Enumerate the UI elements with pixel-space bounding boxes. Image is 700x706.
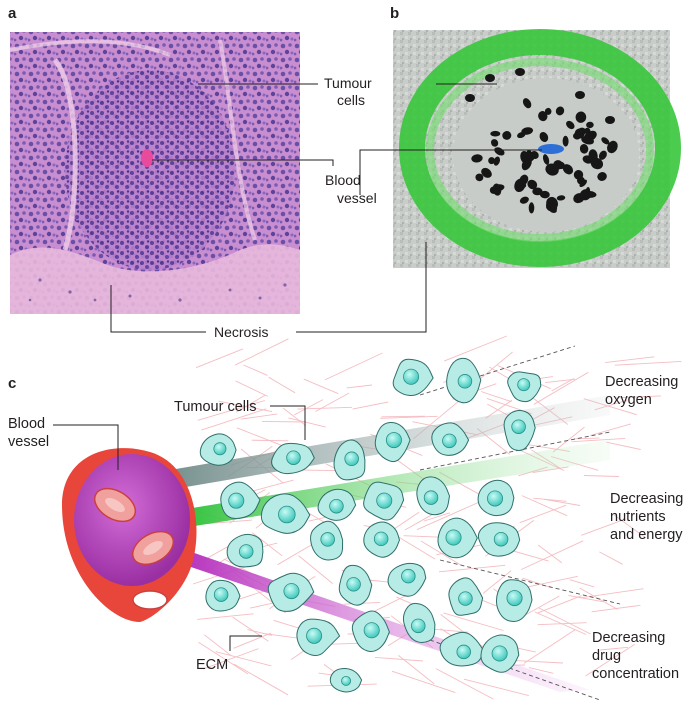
blood-vessel-graphic <box>62 448 197 622</box>
panel-c-letter: c <box>8 375 16 392</box>
tumour-cell <box>226 533 264 568</box>
label-tumour-cells-1: Tumour <box>324 75 372 91</box>
panel-a-letter: a <box>8 5 17 22</box>
tumour-cell-cluster <box>199 357 542 693</box>
leader-blood-vessel <box>152 159 334 166</box>
tumour-cell <box>431 422 470 456</box>
tumour-cell <box>374 422 411 463</box>
tumour-cell <box>507 371 542 403</box>
label-blood-vessel-2: vessel <box>337 190 377 206</box>
tumour-cell <box>477 522 521 557</box>
tumour-cell <box>205 579 241 612</box>
tumour-cell <box>439 631 484 667</box>
tumour-cell <box>296 618 341 657</box>
label-c-tumour-cells: Tumour cells <box>174 399 256 415</box>
tumour-cell <box>333 439 366 481</box>
tumour-cell <box>199 433 237 466</box>
label-necrosis: Necrosis <box>214 324 268 340</box>
label-oxygen-2: oxygen <box>605 392 652 408</box>
he-micrograph <box>9 32 300 314</box>
tumour-cell <box>448 577 484 616</box>
blood-vessel-marker <box>141 149 153 167</box>
leader-necrosis-a <box>110 285 206 333</box>
tumour-cell <box>392 358 434 396</box>
tumour-cell <box>271 442 315 475</box>
label-oxygen-1: Decreasing <box>605 374 678 390</box>
label-tumour-cells-2: cells <box>337 92 365 108</box>
label-c-vessel-1: Blood <box>8 416 45 432</box>
leader-ecm <box>229 635 262 651</box>
tumour-cell <box>402 602 436 643</box>
tumour-cell <box>416 476 451 516</box>
tumour-cell <box>363 481 405 521</box>
label-nutrients-2: nutrients <box>610 509 666 525</box>
tumour-cell <box>260 493 311 534</box>
panel-a: a Tumour cells Blood vessel Necrosis <box>8 5 377 340</box>
vessel-stain-marker <box>538 144 564 154</box>
label-drug-2: drug <box>592 648 621 664</box>
tumour-cell <box>503 409 536 451</box>
panel-b: b <box>296 5 681 333</box>
tumour-cell <box>220 481 261 519</box>
tumour-cell <box>351 610 390 653</box>
tumour-cell <box>477 479 515 517</box>
tumour-cell <box>437 517 478 559</box>
drug-gradient-band <box>180 548 590 692</box>
tumour-cell <box>310 520 344 561</box>
label-drug-1: Decreasing <box>592 630 665 646</box>
tumour-cell <box>317 488 357 521</box>
tumour-cell <box>480 634 520 673</box>
label-drug-3: concentration <box>592 666 679 682</box>
tumour-cell <box>267 572 315 612</box>
panel-b-letter: b <box>390 5 399 22</box>
label-nutrients-3: and energy <box>610 527 683 543</box>
tumour-cell <box>387 562 427 597</box>
tumour-cell <box>495 579 533 622</box>
tumour-cell <box>329 667 363 693</box>
label-ecm: ECM <box>196 657 228 673</box>
tumour-cell <box>338 564 373 606</box>
label-c-vessel-2: vessel <box>8 434 49 450</box>
leader-vessel-c <box>53 424 119 470</box>
tumour-cell <box>446 357 482 404</box>
panel-c: c Blood vessel <box>8 335 683 701</box>
leader-tumour-cells-c <box>270 405 306 440</box>
label-nutrients-1: Decreasing <box>610 491 683 507</box>
hypoxic-cells <box>465 68 618 214</box>
label-blood-vessel-1: Blood <box>325 172 361 188</box>
leader-necrosis-b <box>296 242 427 333</box>
tumour-cell <box>363 521 401 558</box>
fluorescence-micrograph <box>393 29 681 268</box>
